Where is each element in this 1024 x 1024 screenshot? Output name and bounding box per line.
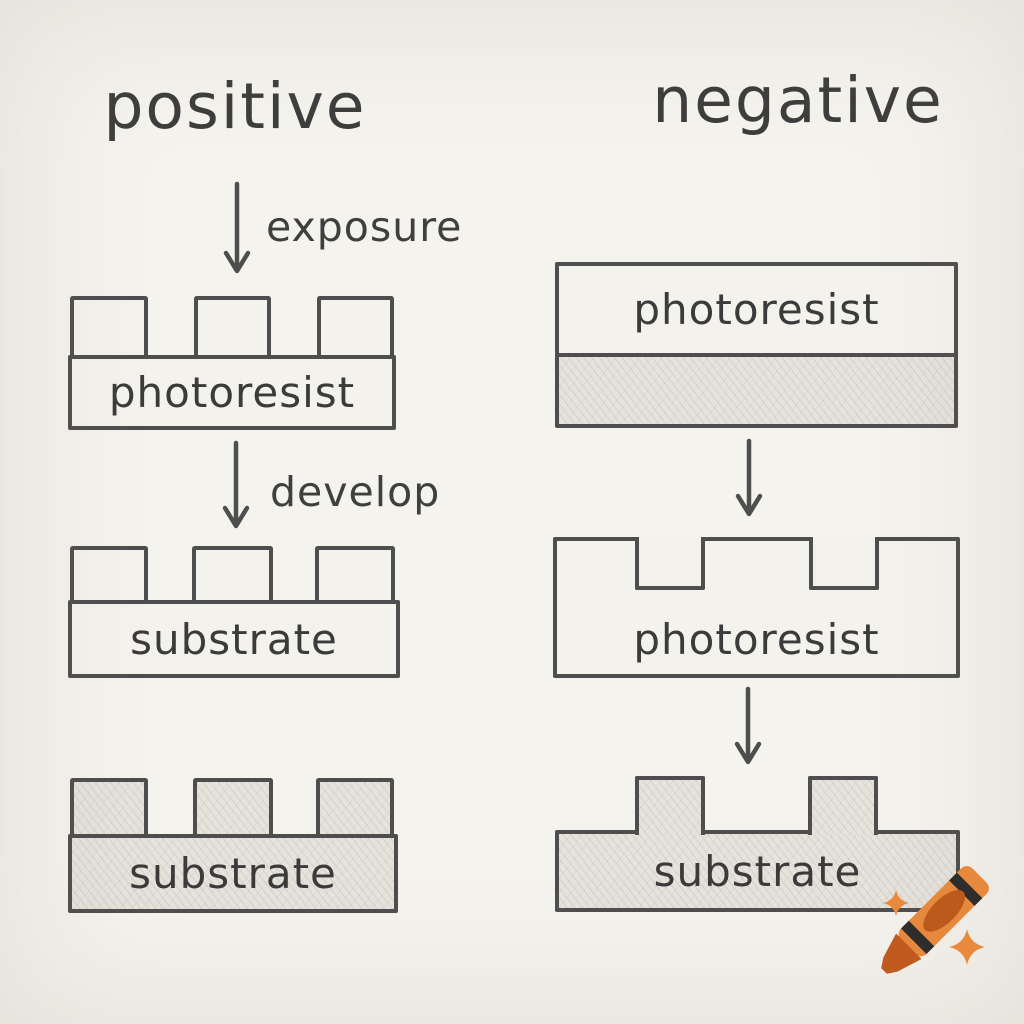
exposure-arrow-label: exposure — [266, 203, 463, 251]
substrate-ridge — [316, 778, 394, 834]
substrate-layer: substrate — [68, 600, 400, 678]
sparkle-icon — [949, 929, 985, 965]
mask-block — [194, 296, 271, 355]
positive-stage2-shape: substrate — [68, 546, 400, 678]
layer-label: photoresist — [108, 368, 356, 417]
develop-arrow-icon — [222, 440, 250, 529]
negative-stage3-shape: substrate — [555, 776, 960, 912]
down-arrow-icon — [734, 686, 762, 765]
substrate-layer: substrate — [555, 830, 960, 912]
layer-label: substrate — [129, 849, 337, 898]
negative-stage1-shape: photoresist — [555, 262, 958, 428]
substrate-ridge — [808, 776, 878, 835]
layer-label: substrate — [130, 614, 338, 664]
layer-label: substrate — [653, 846, 862, 896]
mask-block — [70, 296, 148, 355]
developed-notch — [635, 537, 705, 590]
positive-title: positive — [103, 70, 367, 143]
substrate-layer: substrate — [68, 834, 398, 913]
crayon-icon — [881, 866, 989, 974]
layer-label: photoresist — [633, 285, 880, 334]
develop-arrow-label: develop — [270, 468, 441, 516]
exposure-arrow-icon — [223, 181, 251, 274]
exposed-layer — [559, 357, 954, 424]
substrate-ridge — [635, 776, 705, 835]
photoresist-layer: photoresist — [68, 355, 396, 430]
photoresist-layer: photoresist — [559, 266, 954, 357]
negative-title: negative — [652, 64, 944, 137]
mask-block — [317, 296, 394, 355]
sparkle-icon — [883, 890, 909, 916]
resist-block — [70, 546, 148, 600]
positive-stage3-shape: substrate — [68, 778, 398, 913]
substrate-ridge — [70, 778, 148, 834]
down-arrow-icon — [735, 438, 763, 517]
resist-block — [192, 546, 273, 600]
developed-notch — [809, 537, 879, 590]
negative-stage2-shape: photoresist — [553, 537, 960, 678]
layer-label: photoresist — [633, 615, 880, 664]
resist-block — [315, 546, 395, 600]
substrate-ridge — [193, 778, 273, 834]
crayon-watermark — [856, 854, 1006, 1004]
positive-stage1-shape: photoresist — [68, 296, 396, 430]
